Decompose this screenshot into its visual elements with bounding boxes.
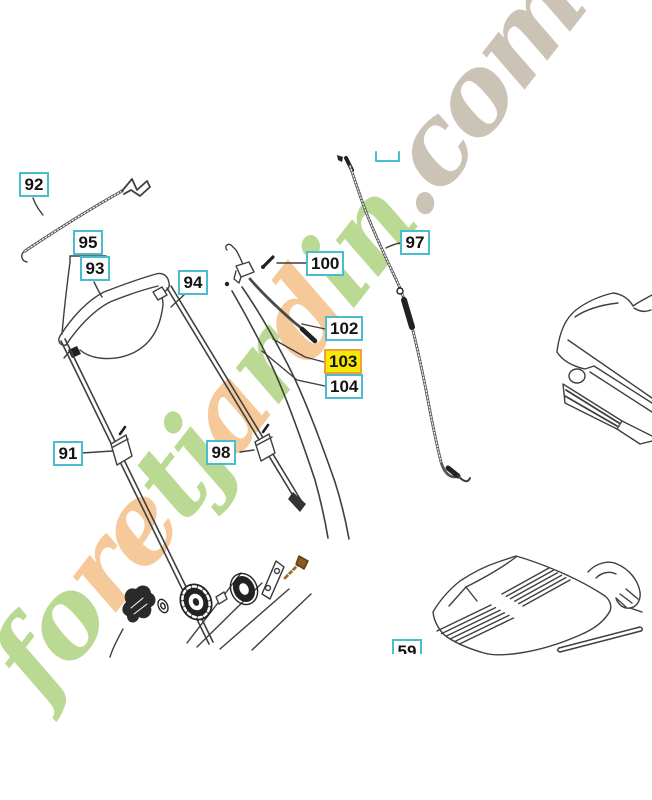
partial-callout-frame xyxy=(375,151,400,162)
part-callout-95[interactable]: 95 xyxy=(73,230,103,255)
hardware-cluster-drawing xyxy=(109,555,309,658)
part-callout-100[interactable]: 100 xyxy=(306,251,345,276)
part-callout-91[interactable]: 91 xyxy=(53,441,83,466)
part-callout-103[interactable]: 103 xyxy=(324,349,363,374)
throttle-cable-drawing xyxy=(224,243,350,540)
rod-92-drawing xyxy=(21,178,151,263)
part-callout-92[interactable]: 92 xyxy=(19,172,49,197)
part-callout-97[interactable]: 97 xyxy=(400,230,430,255)
part-callout-98[interactable]: 98 xyxy=(206,440,236,465)
deflector-drawing xyxy=(587,561,643,613)
screw-100-drawing xyxy=(261,255,275,269)
clamp-98-drawing xyxy=(254,423,276,462)
cable-97-drawing xyxy=(337,155,471,483)
rod-part-drawing xyxy=(556,626,644,653)
part-callout-59[interactable]: 59 xyxy=(392,639,422,654)
part-callout-94[interactable]: 94 xyxy=(178,270,208,295)
part-callout-93[interactable]: 93 xyxy=(80,256,110,281)
engine-cover-drawing xyxy=(432,555,612,656)
part-callout-104[interactable]: 104 xyxy=(325,374,364,399)
clamp-91-drawing xyxy=(110,425,133,466)
part-callout-102[interactable]: 102 xyxy=(325,316,364,341)
housing-part-drawing xyxy=(556,292,652,445)
upper-handle-drawing xyxy=(58,272,170,360)
